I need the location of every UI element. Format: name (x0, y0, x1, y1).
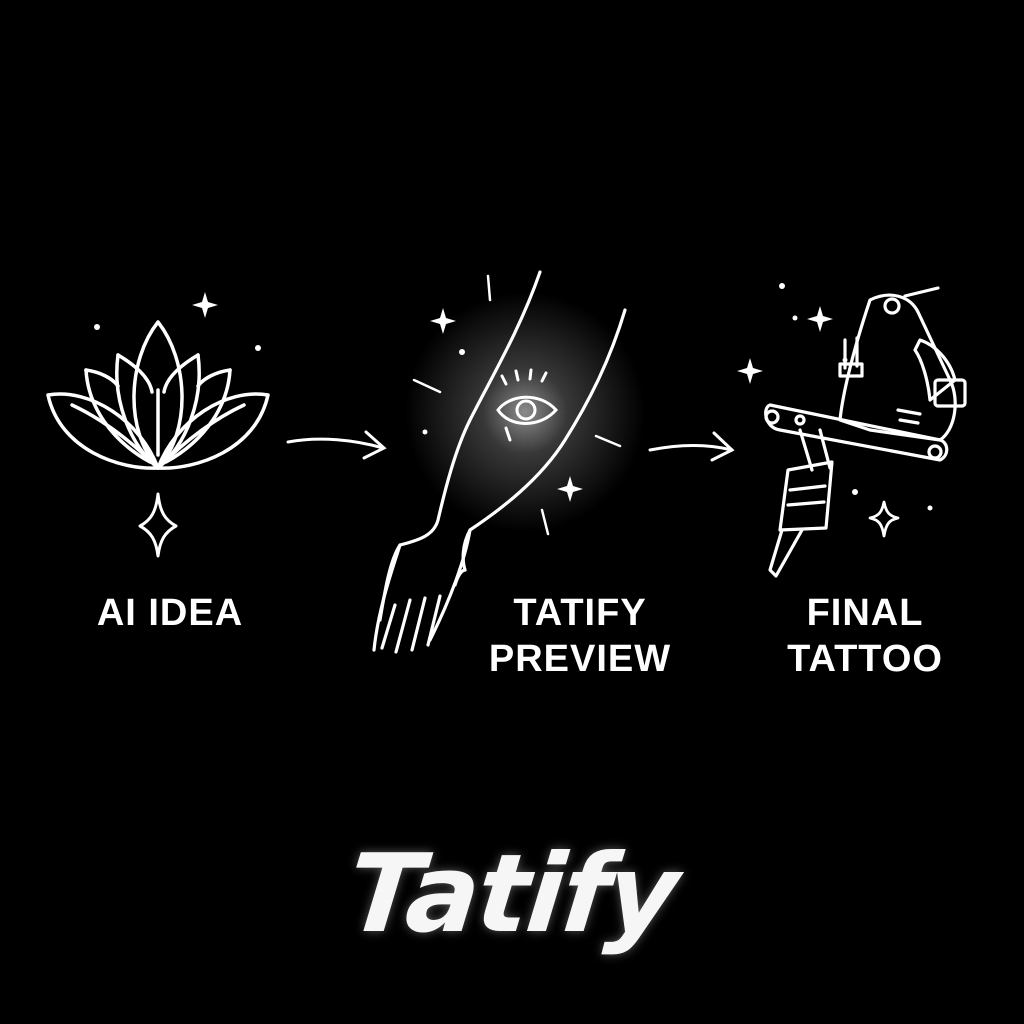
arrow-right-icon (286, 430, 387, 460)
sparkle-icon (868, 500, 900, 538)
step-label-line: AI IDEA (96, 592, 244, 634)
step-label-tatify-preview: TATIFY PREVIEW (460, 590, 700, 682)
glow-effect (405, 292, 645, 532)
lotus-icon (46, 320, 270, 470)
eye-icon (496, 368, 559, 442)
glow-rays (412, 274, 622, 536)
step-label-line: FINAL (806, 592, 924, 634)
sparkle-icon (94, 292, 261, 351)
arrow-right-icon (648, 431, 735, 462)
sparkle-icon (138, 492, 178, 558)
step-label-line: TATTOO (787, 638, 943, 680)
sparkle-icon (422, 308, 583, 502)
step-label-final-tattoo: FINAL TATTOO (760, 590, 970, 682)
tattoo-machine-icon (764, 286, 967, 578)
brand-logo: Tatify (341, 832, 683, 957)
step-label-line: PREVIEW (488, 638, 672, 680)
arm-eye-tattoo-icon (372, 270, 627, 654)
step-label-line: TATIFY (513, 592, 647, 634)
sparkle-icon (737, 283, 933, 511)
step-label-ai-idea: AI IDEA (60, 590, 280, 636)
